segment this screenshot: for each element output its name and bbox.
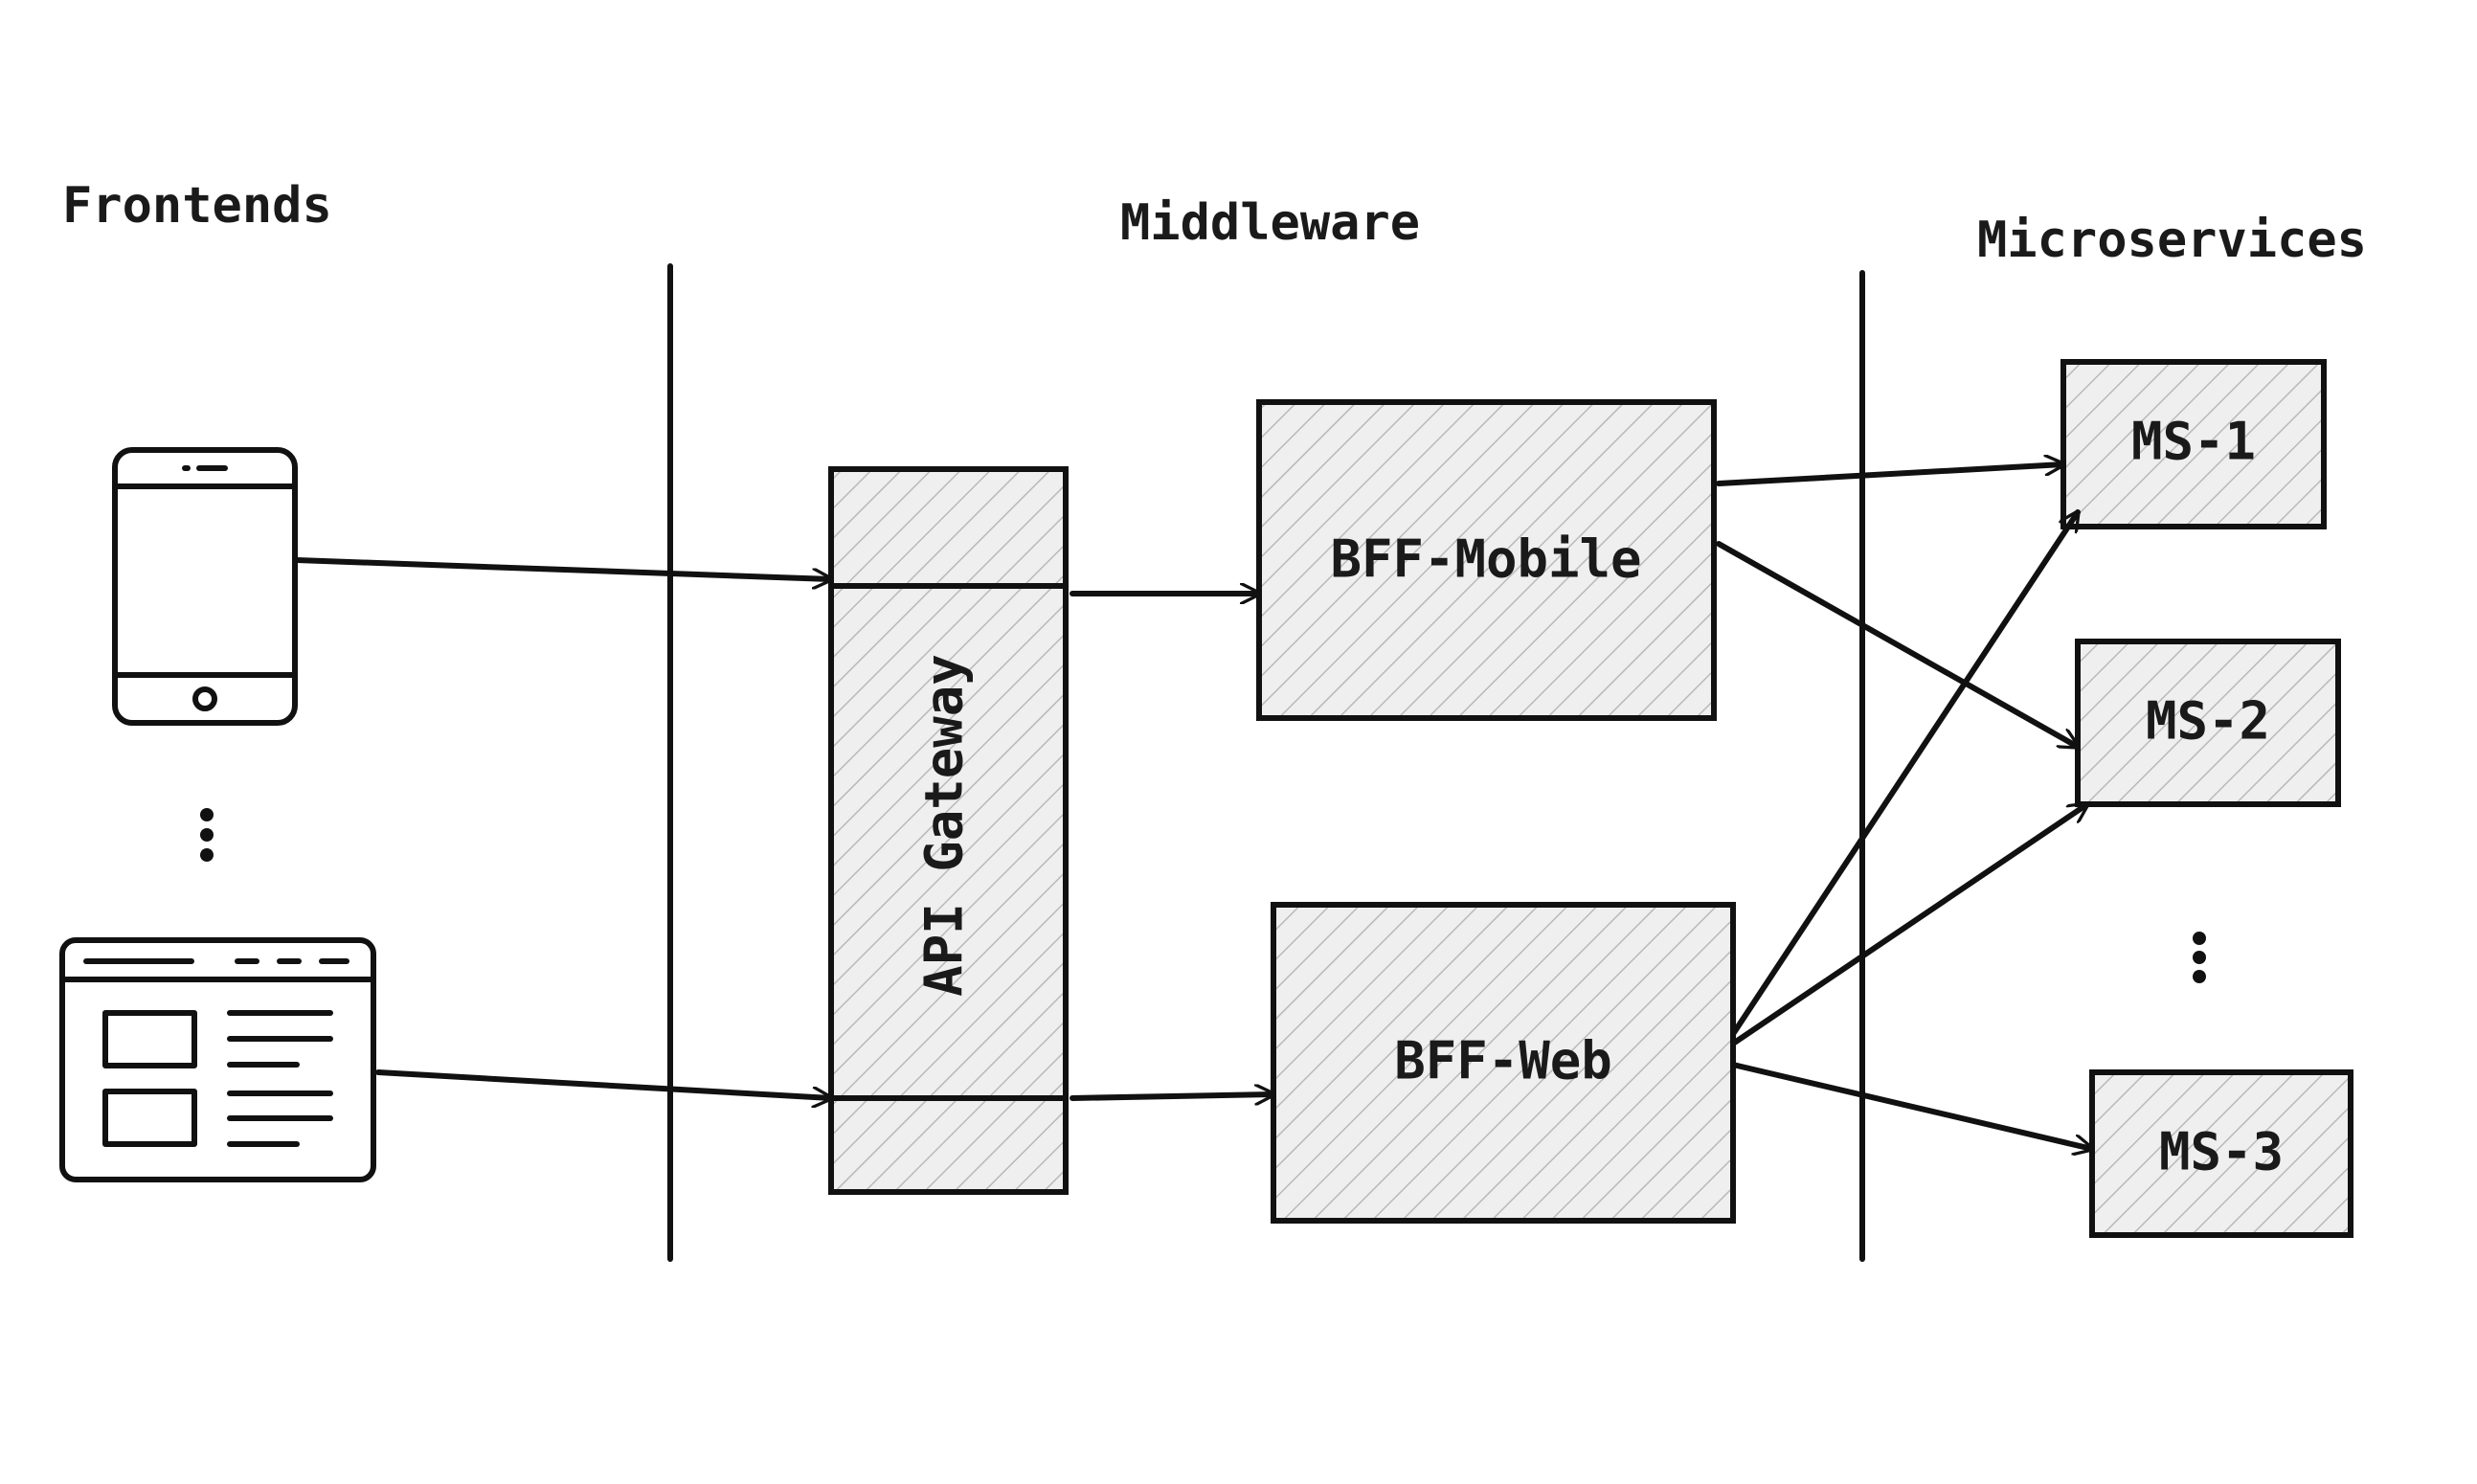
arrow-gateway-to-bff-web — [1070, 1094, 1276, 1098]
ms1-label: MS-1 — [2131, 412, 2256, 472]
api-gateway-box: API Gateway — [828, 466, 1069, 1195]
mobile-phone-icon — [112, 447, 298, 726]
arrow-bff-mobile-to-ms2 — [1716, 541, 2078, 750]
ms3-label: MS-3 — [2159, 1122, 2284, 1182]
section-title-middleware: Middleware — [1120, 194, 1420, 252]
ms1-box: MS-1 — [2060, 359, 2327, 529]
arrow-bff-web-to-ms2 — [1730, 804, 2087, 1046]
section-title-microservices: Microservices — [1977, 212, 2367, 269]
bff-mobile-box: BFF-Mobile — [1256, 399, 1717, 721]
api-gateway-label: API Gateway — [914, 654, 975, 997]
bff-web-label: BFF-Web — [1394, 1031, 1612, 1091]
bff-mobile-label: BFF-Mobile — [1330, 529, 1641, 590]
ms3-box: MS-3 — [2089, 1069, 2353, 1238]
arrow-bff-web-to-ms3 — [1730, 1062, 2092, 1149]
bff-web-box: BFF-Web — [1271, 902, 1736, 1224]
ms2-box: MS-2 — [2075, 639, 2341, 807]
arrow-bff-web-to-ms1 — [1730, 512, 2078, 1037]
arrow-mobile-to-gateway — [294, 557, 834, 579]
section-title-frontends: Frontends — [62, 177, 332, 235]
browser-window-icon — [59, 937, 376, 1182]
ms2-label: MS-2 — [2146, 691, 2270, 752]
vertical-ellipsis-icon — [200, 808, 214, 862]
arrow-web-to-gateway — [375, 1069, 834, 1098]
arrow-bff-mobile-to-ms1 — [1716, 464, 2066, 486]
vertical-ellipsis-icon — [2193, 932, 2206, 983]
